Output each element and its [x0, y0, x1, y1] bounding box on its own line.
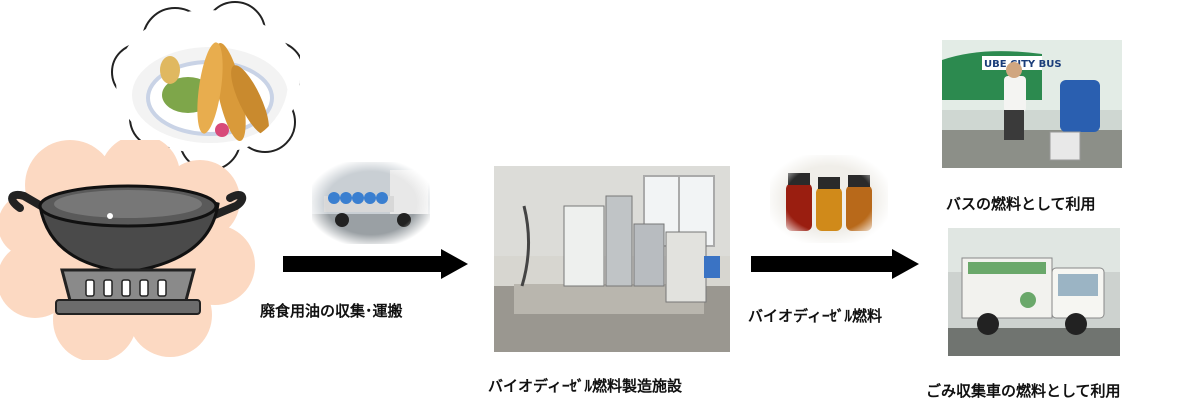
thought-cloud	[0, 0, 300, 200]
facility-label: バイオディｰｾﾞﾙ燃料製造施設	[488, 377, 682, 395]
bus-label: バスの燃料として利用	[946, 195, 1096, 213]
garbage-truck-photo	[948, 228, 1120, 356]
arrow-biodiesel	[751, 249, 919, 279]
bus-sign: UBE CITY BUS	[984, 59, 1062, 70]
bus-fueling-photo: UBE CITY BUS	[942, 40, 1122, 168]
cooking-pot-icon	[8, 184, 247, 274]
thought-cloud-icon	[111, 1, 300, 200]
biodiesel-jars-photo	[770, 155, 888, 243]
arrow-icon	[751, 249, 919, 279]
arrow-icon	[283, 249, 468, 279]
collection-label: 廃食用油の収集･運搬	[260, 302, 403, 320]
burner-icon	[55, 268, 201, 315]
garbage-truck-label: ごみ収集車の燃料として利用	[926, 382, 1121, 400]
facility-photo	[494, 166, 730, 352]
cooking-pot-scene	[0, 140, 260, 360]
biodiesel-label: バイオディｰｾﾞﾙ燃料	[748, 307, 882, 325]
collection-truck-photo	[312, 162, 430, 244]
arrow-collection	[283, 249, 468, 279]
